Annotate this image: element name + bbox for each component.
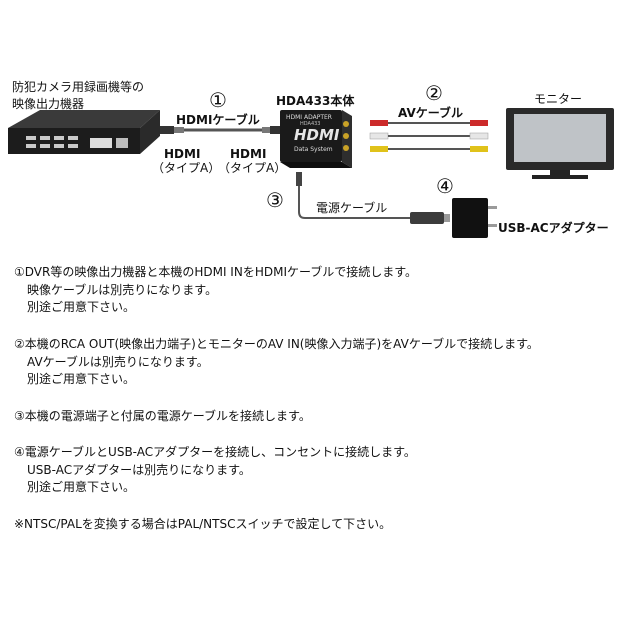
step1-number: ① bbox=[209, 88, 227, 112]
diagram-graphics bbox=[8, 108, 614, 238]
instruction-step1: ①DVR等の映像出力機器と本機のHDMI INをHDMIケーブルで接続します。 … bbox=[14, 264, 417, 317]
instruction-text: ②本機のRCA OUT(映像出力端子)とモニターのAV IN(映像入力端子)をA… bbox=[14, 337, 539, 351]
monitor bbox=[506, 108, 614, 179]
instruction-text: USB-ACアダプターは別売りになります。 bbox=[27, 462, 251, 477]
instruction-step2: ②本機のRCA OUT(映像出力端子)とモニターのAV IN(映像入力端子)をA… bbox=[14, 336, 539, 389]
instruction-text: AVケーブルは別売りになります。 bbox=[27, 354, 209, 369]
instruction-text: ④電源ケーブルとUSB-ACアダプターを接続し、コンセントに接続します。 bbox=[14, 445, 416, 459]
unit-marking-model: HDA433 bbox=[300, 121, 321, 127]
usb-ac-adapter bbox=[452, 198, 497, 238]
instruction-text: ③本機の電源端子と付属の電源ケーブルを接続します。 bbox=[14, 409, 311, 423]
av-cable-label: AVケーブル bbox=[398, 106, 464, 120]
instruction-text: 別途ご用意下さい。 bbox=[27, 300, 136, 314]
step4-number: ④ bbox=[436, 174, 454, 198]
hdmi-right-type: HDMI bbox=[230, 147, 267, 161]
av-cable bbox=[369, 120, 489, 152]
dvr-label-line2: 映像出力機器 bbox=[12, 97, 85, 111]
instruction-step3: ③本機の電源端子と付属の電源ケーブルを接続します。 bbox=[14, 408, 311, 426]
hdmi-cable bbox=[160, 126, 280, 134]
dvr-device bbox=[8, 110, 160, 154]
unit-hdmi-logo: HDMI bbox=[294, 126, 340, 144]
instruction-step4: ④電源ケーブルとUSB-ACアダプターを接続し、コンセントに接続します。 USB… bbox=[14, 444, 416, 497]
monitor-label: モニター bbox=[534, 92, 583, 106]
unit-brand: Data System bbox=[294, 146, 333, 153]
instruction-text: ①DVR等の映像出力機器と本機のHDMI INをHDMIケーブルで接続します。 bbox=[14, 265, 418, 279]
instruction-text: 別途ご用意下さい。 bbox=[27, 372, 136, 386]
ntsc-pal-note: ※NTSC/PALを変換する場合はPAL/NTSCスイッチで設定して下さい。 bbox=[14, 517, 392, 531]
connection-diagram: HDMI ADAPTER HDA433 HDMI Data System 防犯カ… bbox=[0, 0, 621, 250]
instruction-text: 別途ご用意下さい。 bbox=[27, 480, 136, 494]
step3-number: ③ bbox=[266, 188, 284, 212]
hdmi-left-type-a: （タイプA） bbox=[152, 161, 221, 175]
unit-label: HDA433本体 bbox=[276, 94, 355, 108]
power-cable-label: 電源ケーブル bbox=[316, 201, 388, 215]
hdmi-left-type: HDMI bbox=[164, 147, 201, 161]
unit-marking-top: HDMI ADAPTER bbox=[286, 114, 332, 121]
hdmi-right-type-a: （タイプA） bbox=[218, 161, 287, 175]
usb-ac-adapter-label: USB-ACアダプター bbox=[498, 221, 609, 235]
power-cable bbox=[296, 172, 450, 224]
hda433-unit bbox=[280, 110, 352, 168]
instruction-text: 映像ケーブルは別売りになります。 bbox=[27, 282, 218, 297]
hdmi-cable-label: HDMIケーブル bbox=[176, 113, 260, 127]
dvr-label-line1: 防犯カメラ用録画機等の bbox=[12, 80, 145, 94]
step2-number: ② bbox=[425, 81, 443, 105]
